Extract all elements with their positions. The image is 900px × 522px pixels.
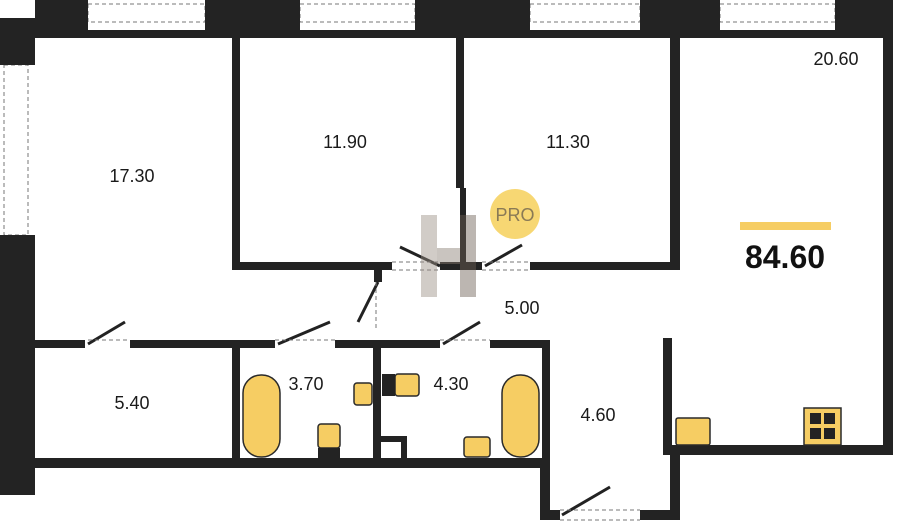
pro-badge: PRO	[490, 189, 540, 239]
room-area-label: 5.40	[114, 393, 149, 413]
room-area-label: 3.70	[288, 374, 323, 394]
toilet-icon	[394, 373, 420, 397]
room-area-label: 20.60	[813, 49, 858, 69]
room-area-label: 11.90	[323, 132, 367, 152]
total-area: 84.60	[745, 239, 825, 275]
interior-walls	[35, 38, 680, 458]
door[interactable]	[440, 320, 490, 346]
room-area-label: 4.30	[433, 374, 468, 394]
kitchen-sink-icon	[675, 417, 711, 446]
window	[299, 3, 416, 23]
toilet-icon	[317, 423, 341, 449]
toilet-tank	[382, 374, 395, 396]
toilet-tank	[318, 448, 340, 458]
total-area-underline	[740, 222, 831, 230]
sink-icon	[353, 382, 373, 406]
windows	[3, 3, 836, 236]
door[interactable]	[356, 281, 380, 330]
sink-icon	[463, 436, 491, 458]
stove-icon	[803, 407, 842, 446]
bathtub-icon	[242, 374, 281, 458]
room-area-label: 4.60	[580, 405, 615, 425]
entrance-door[interactable]	[560, 485, 640, 521]
window	[719, 3, 836, 23]
room-area-label: 11.30	[546, 132, 590, 152]
bathtub-icon	[501, 374, 540, 458]
doors	[87, 243, 640, 521]
door[interactable]	[482, 243, 530, 271]
pro-badge-text: PRO	[495, 205, 534, 225]
fixtures	[242, 373, 842, 458]
window	[529, 3, 641, 23]
room-area-label: 5.00	[504, 298, 539, 318]
door[interactable]	[392, 245, 441, 271]
window	[87, 3, 206, 23]
window	[3, 64, 29, 236]
door[interactable]	[275, 320, 335, 346]
room-area-label: 17.30	[109, 166, 154, 186]
door[interactable]	[87, 320, 130, 346]
logo-watermark	[421, 215, 476, 297]
